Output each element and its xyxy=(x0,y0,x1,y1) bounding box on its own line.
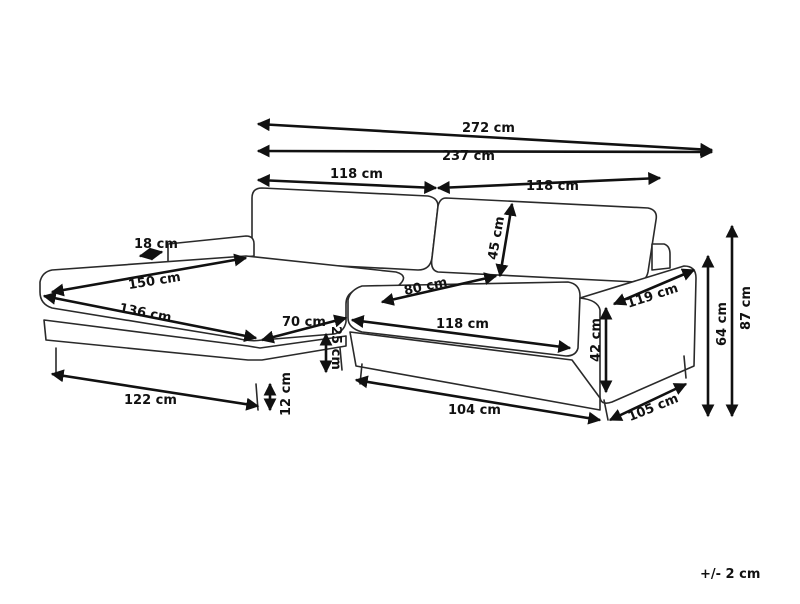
arrow-136 xyxy=(42,291,258,343)
arrow-118-seat xyxy=(350,315,572,353)
arrow-150 xyxy=(50,253,248,297)
back-cushion-left xyxy=(251,187,439,271)
label-25: 25 cm xyxy=(328,326,343,370)
arrow-237 xyxy=(256,144,714,159)
dimension-arrows xyxy=(42,118,739,425)
arrow-119 xyxy=(612,268,696,306)
arrow-122 xyxy=(50,369,260,411)
tolerance-note: +/- 2 cm xyxy=(700,567,760,582)
label-105: 105 cm xyxy=(626,391,681,425)
label-87: 87 cm xyxy=(739,286,754,330)
label-42: 42 cm xyxy=(589,318,604,362)
arrow-118-right xyxy=(436,172,662,194)
label-12: 12 cm xyxy=(279,372,294,416)
arrow-118-left xyxy=(256,174,438,194)
leg-chaise-right xyxy=(339,347,343,371)
label-237: 237 cm xyxy=(442,149,495,164)
label-70: 70 cm xyxy=(282,315,326,330)
right-armrest-back xyxy=(651,243,671,271)
label-118-right: 118 cm xyxy=(526,179,579,194)
label-118-left: 118 cm xyxy=(330,167,383,182)
label-122: 122 cm xyxy=(124,393,177,408)
leg-arm-back xyxy=(683,355,687,379)
arrow-80 xyxy=(380,272,498,306)
label-18: 18 cm xyxy=(134,237,178,252)
leg-main-front xyxy=(603,399,609,421)
arrow-45 xyxy=(495,202,517,278)
label-64: 64 cm xyxy=(715,302,730,346)
arrow-18 xyxy=(138,247,164,261)
arrow-104 xyxy=(354,375,602,425)
arrow-105 xyxy=(608,382,688,422)
back-cushion-right xyxy=(430,197,658,283)
label-272: 272 cm xyxy=(462,121,515,136)
label-104: 104 cm xyxy=(448,403,501,418)
label-118-seat: 118 cm xyxy=(436,317,489,332)
arrow-70 xyxy=(260,314,348,344)
